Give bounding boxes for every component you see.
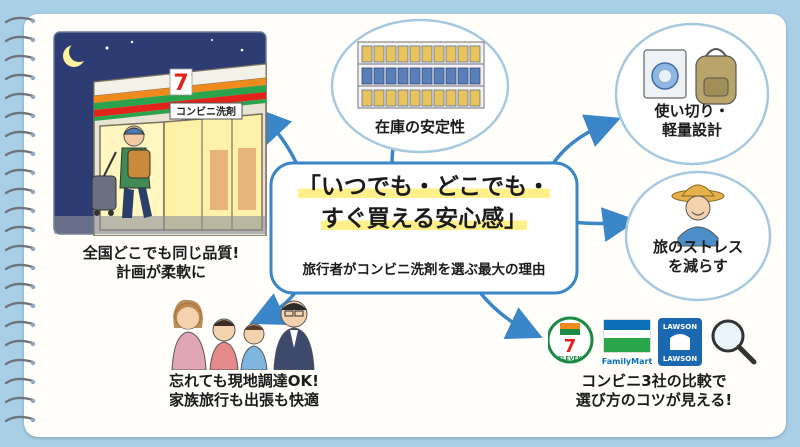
center-headline: 「いつでも・どこでも・ すぐ買える安心感」 — [270, 172, 578, 235]
single-use-line2: 軽量設計 — [661, 120, 722, 139]
seven-eleven-logo-icon: 7 ELEVEN — [548, 316, 594, 364]
binding-ring — [4, 35, 35, 43]
binding-ring — [4, 358, 35, 366]
stock-label: 在庫の安定性 — [374, 118, 465, 136]
binding-hole — [30, 379, 36, 385]
binding-ring — [4, 111, 35, 119]
local-line2: 家族旅行も出張も快適 — [168, 390, 319, 409]
binding-ring — [4, 149, 35, 157]
binding-hole — [30, 360, 36, 366]
stress-label: 旅のストレス を減らす — [624, 238, 772, 276]
binding-hole — [30, 170, 36, 176]
binding-ring — [4, 130, 35, 138]
detergent-pack-icon — [643, 49, 687, 99]
center-headline-line1: 「いつでも・どこでも・ — [297, 174, 551, 200]
single-use-label: 使い切り・ 軽量設計 — [620, 102, 764, 140]
binding-ring — [4, 282, 35, 290]
binding-ring — [4, 206, 35, 214]
binding-ring — [4, 187, 35, 195]
binding-hole — [30, 246, 36, 252]
store-caption-line1: 全国どこでも同じ品質! — [82, 244, 240, 262]
binding-hole — [30, 227, 36, 233]
binding-hole — [30, 18, 36, 24]
center-subtitle: 旅行者がコンビニ洗剤を選ぶ最大の理由 — [302, 262, 546, 278]
binding-hole — [30, 37, 36, 43]
binding-hole — [30, 132, 36, 138]
binding-ring — [4, 415, 35, 423]
compare-caption: コンビニ3社の比較で 選び方のコツが見える! — [540, 372, 768, 410]
stock-bubble — [330, 18, 510, 154]
binding-ring — [4, 225, 35, 233]
backpack-icon — [695, 48, 737, 105]
local-line1: 忘れても現地調達OK! — [168, 372, 320, 390]
binding-hole — [30, 151, 36, 157]
stress-bubble — [624, 170, 772, 302]
binding-ring — [4, 301, 35, 309]
compare-line2: 選び方のコツが見える! — [575, 390, 733, 409]
local-caption: 忘れても現地調達OK! 家族旅行も出張も快適 — [136, 372, 352, 410]
single-use-bubble — [614, 22, 770, 166]
stress-line2: を減らす — [668, 256, 728, 275]
store-sign-text: コンビニ洗剤 — [176, 105, 236, 118]
lawson-text-top: LAWSON — [663, 323, 697, 331]
binding-hole — [30, 208, 36, 214]
binding-hole — [30, 113, 36, 119]
family-illustration — [171, 299, 315, 370]
store-caption: 全国どこでも同じ品質! 計画が柔軟に — [56, 244, 266, 282]
lawson-text-bottom: LAWSON — [663, 355, 697, 363]
suitcase-icon — [91, 175, 117, 211]
store-logo-icon — [169, 68, 193, 96]
binding-hole — [30, 284, 36, 290]
binding-hole — [30, 322, 36, 328]
binding-ring — [4, 377, 35, 385]
binding-ring — [4, 263, 35, 271]
store-logos-row: 7 ELEVEN FamilyMart LAWSON LAWSON — [548, 316, 757, 366]
binding-ring — [4, 168, 35, 176]
binding-hole — [30, 75, 36, 81]
binding-hole — [30, 303, 36, 309]
convenience-store-illustration: 7 コンビニ洗剤 — [53, 31, 267, 236]
binding-hole — [30, 56, 36, 62]
binding-ring — [4, 54, 35, 62]
store-shelf-illustration — [357, 41, 485, 109]
binding-ring — [4, 339, 35, 347]
binding-hole — [30, 398, 36, 404]
happy-traveler-icon — [671, 184, 725, 247]
arrow-to-compare — [476, 288, 543, 339]
binding-ring — [4, 320, 35, 328]
binding-hole — [30, 417, 36, 423]
binding-hole — [30, 94, 36, 100]
spiral-binding — [4, 16, 36, 423]
seven-eleven-digit: 7 — [564, 336, 577, 357]
binding-hole — [30, 341, 36, 347]
store-sign — [169, 102, 243, 120]
single-use-line1: 使い切り・ — [654, 102, 730, 120]
familymart-logo-icon: FamilyMart — [602, 319, 653, 366]
stress-line1: 旅のストレス — [652, 238, 743, 256]
center-headline-line2: すぐ買える安心感」 — [320, 205, 528, 232]
binding-ring — [4, 92, 35, 100]
magnifier-icon — [711, 319, 757, 365]
binding-ring — [4, 244, 35, 252]
binding-hole — [30, 189, 36, 195]
binding-hole — [30, 265, 36, 271]
binding-ring — [4, 73, 35, 81]
compare-line1: コンビニ3社の比較で — [581, 372, 727, 390]
backpack-icon — [127, 149, 151, 179]
lawson-logo-icon: LAWSON LAWSON — [658, 318, 702, 366]
binding-ring — [4, 396, 35, 404]
familymart-text: FamilyMart — [602, 357, 653, 366]
binding-ring — [4, 16, 35, 24]
store-caption-line2: 計画が柔軟に — [115, 262, 206, 281]
store-logo-digit: 7 — [173, 71, 188, 96]
seven-eleven-text: ELEVEN — [558, 356, 582, 362]
